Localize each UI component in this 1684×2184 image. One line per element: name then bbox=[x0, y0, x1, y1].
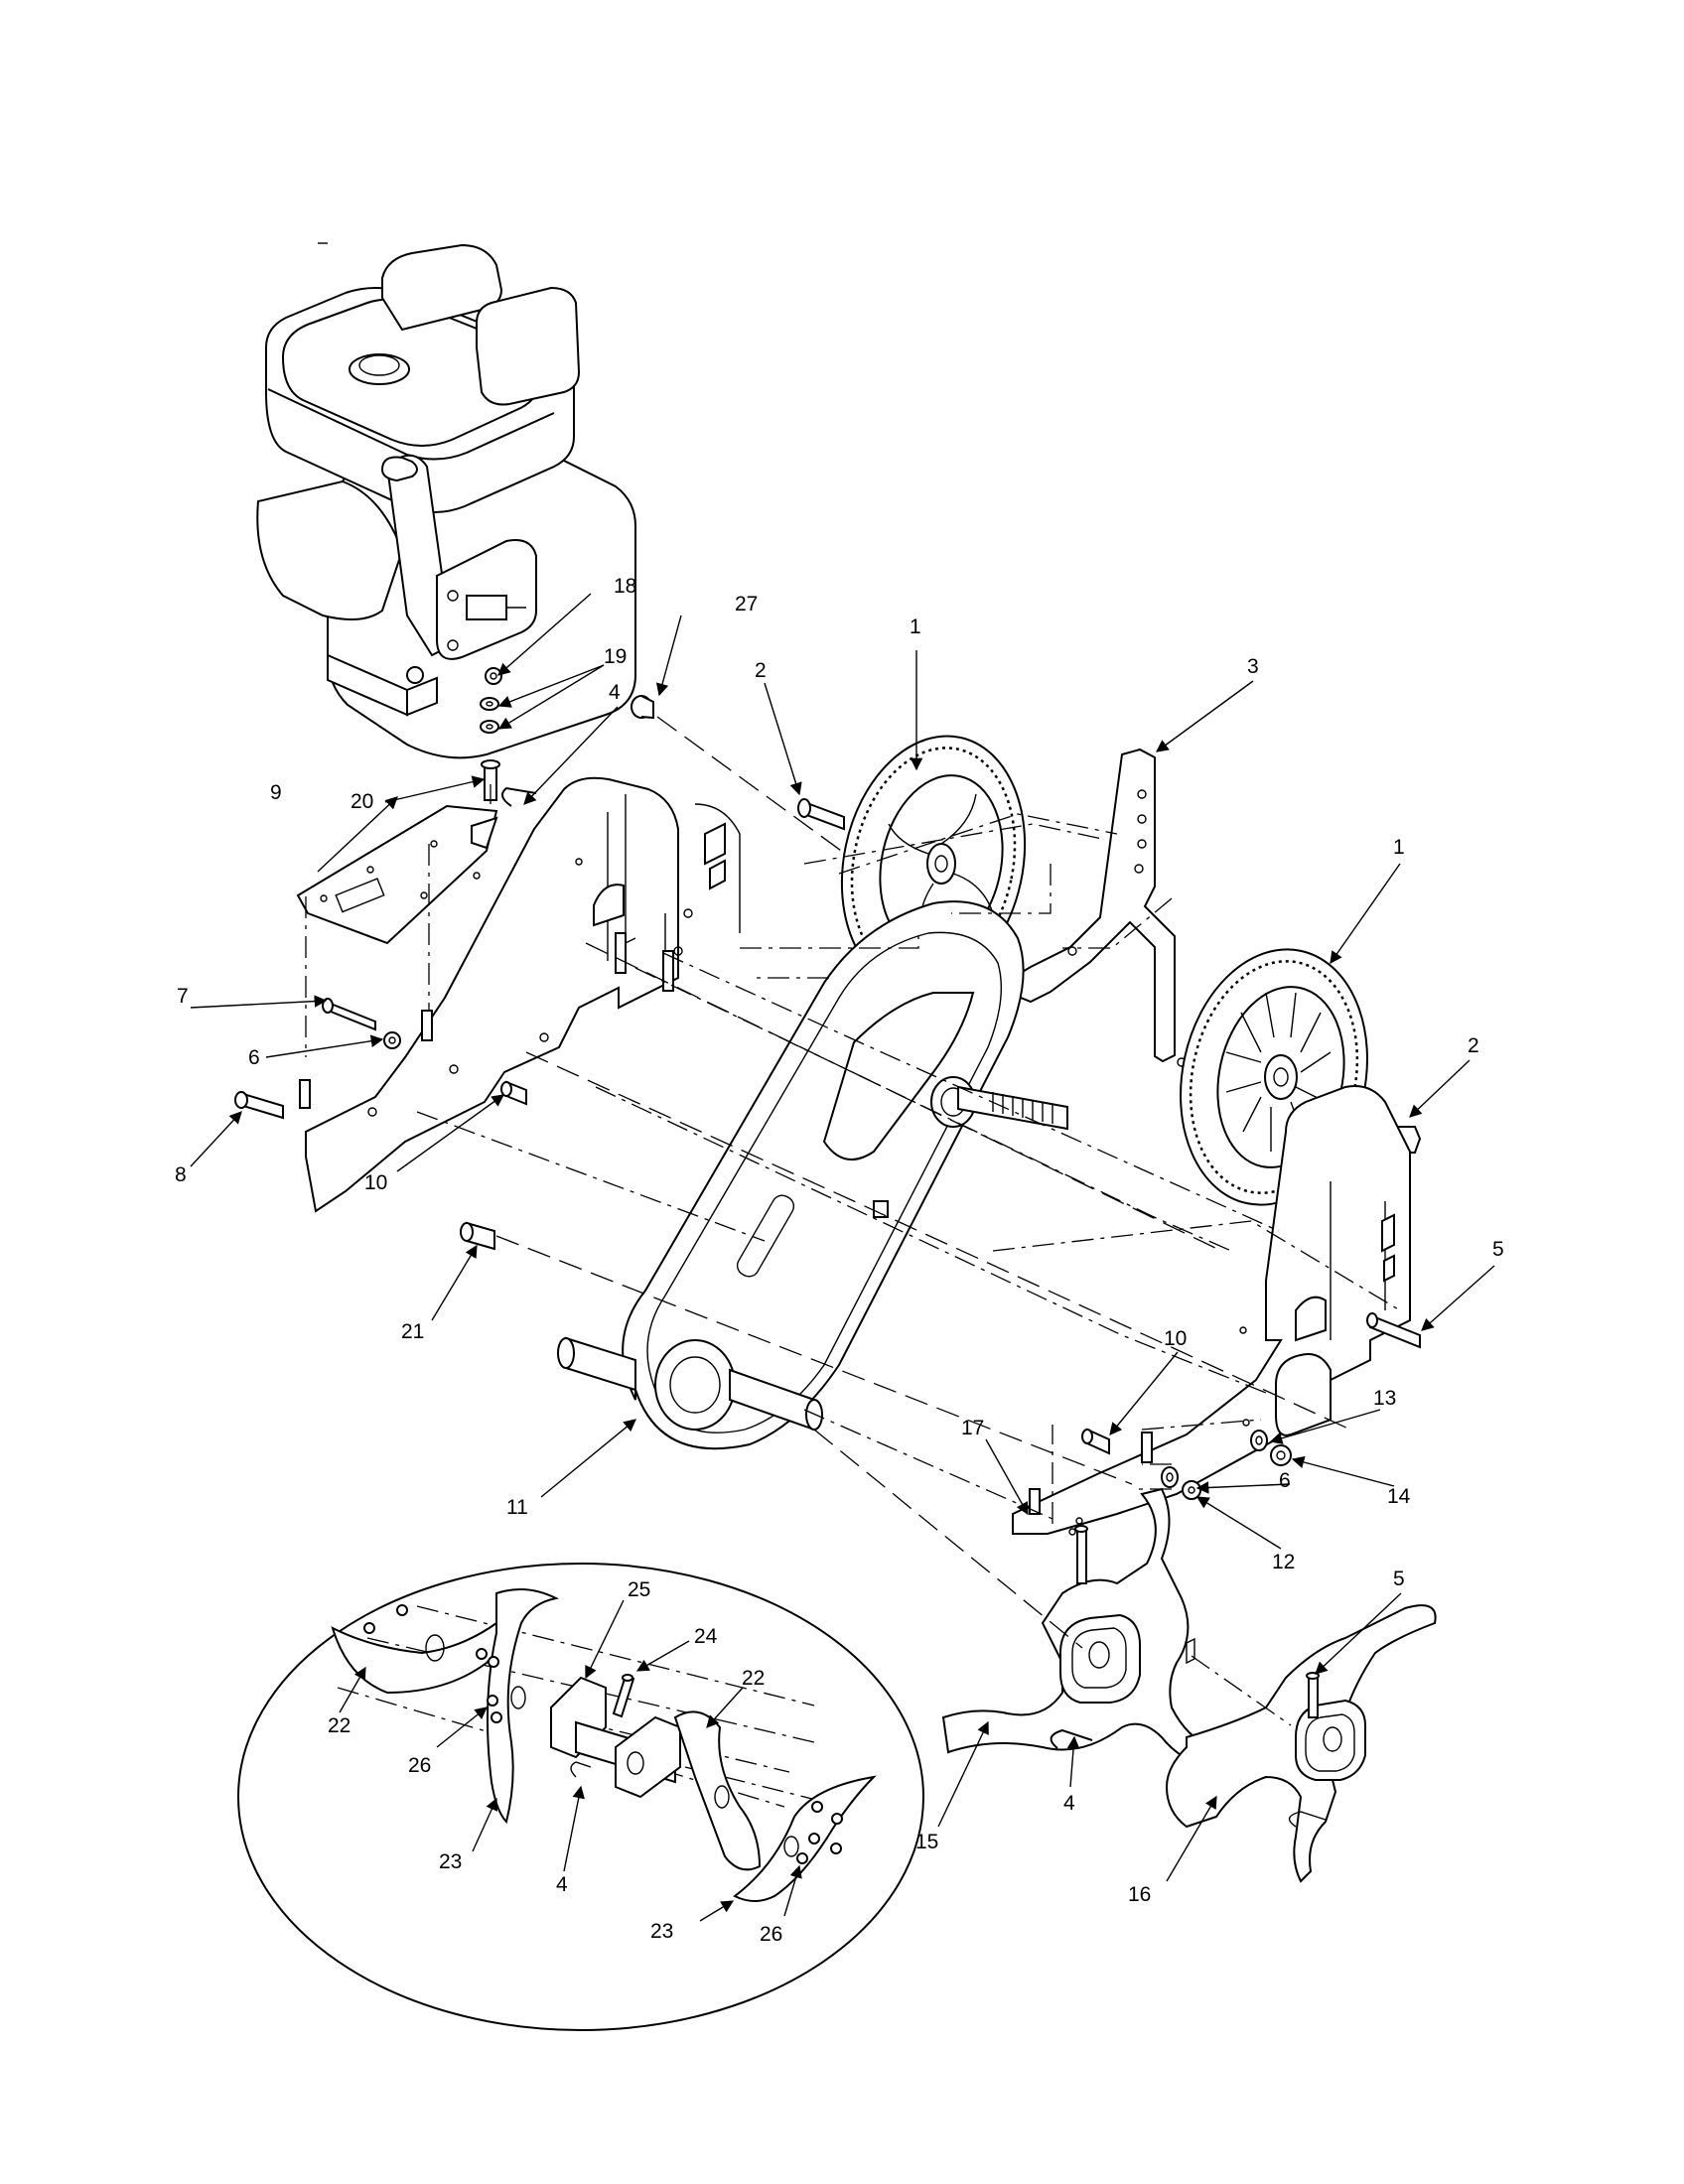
callout-4c: 4 bbox=[556, 1873, 568, 1896]
part-11-chaincase bbox=[557, 900, 1068, 1450]
right-side-plate bbox=[1012, 1085, 1411, 1536]
detail-inset bbox=[237, 1563, 924, 2031]
callout-7: 7 bbox=[177, 985, 189, 1008]
callout-19: 19 bbox=[604, 645, 627, 668]
callout-6b: 6 bbox=[1279, 1469, 1291, 1492]
callout-26a: 26 bbox=[408, 1754, 431, 1777]
callout-4a: 4 bbox=[609, 681, 621, 704]
callout-13: 13 bbox=[1373, 1387, 1396, 1410]
callout-25: 25 bbox=[628, 1578, 650, 1601]
left-side-plate bbox=[305, 776, 741, 1213]
part-13-washer bbox=[1250, 1430, 1268, 1451]
callout-1a: 1 bbox=[910, 615, 921, 638]
callout-26b: 26 bbox=[760, 1923, 782, 1946]
part-20-bolt bbox=[481, 759, 500, 801]
part-18-nut bbox=[485, 667, 502, 685]
callout-6a: 6 bbox=[248, 1046, 260, 1069]
callout-23b: 23 bbox=[650, 1920, 673, 1943]
part-6-washer-right bbox=[1161, 1466, 1179, 1488]
callout-20: 20 bbox=[351, 790, 373, 813]
callout-10a: 10 bbox=[364, 1171, 387, 1194]
stud bbox=[421, 1010, 433, 1041]
part-21-pin bbox=[460, 1221, 495, 1251]
part-8-bolt bbox=[234, 1091, 284, 1120]
part-3-bracket bbox=[1005, 748, 1187, 1067]
stud bbox=[299, 1079, 311, 1109]
part-19-washers bbox=[480, 697, 499, 734]
callout-18: 18 bbox=[614, 575, 636, 598]
callout-22a: 22 bbox=[328, 1714, 351, 1737]
part-5-pin-right bbox=[1366, 1312, 1421, 1349]
part-10-pin-left bbox=[500, 1080, 527, 1106]
part-10-pin-right bbox=[1081, 1428, 1110, 1455]
callout-24: 24 bbox=[694, 1625, 718, 1648]
part-7-bolt bbox=[322, 998, 376, 1031]
callout-10b: 10 bbox=[1164, 1327, 1187, 1350]
part-9-plate bbox=[296, 804, 498, 945]
part-15-tine-assembly bbox=[941, 1487, 1212, 1769]
callout-8: 8 bbox=[175, 1163, 187, 1186]
part-16-tine-assembly bbox=[1165, 1604, 1437, 1883]
callout-4b: 4 bbox=[1063, 1792, 1075, 1815]
callout-5b: 5 bbox=[1393, 1568, 1405, 1590]
callout-23a: 23 bbox=[439, 1850, 462, 1873]
engine bbox=[256, 243, 636, 759]
callout-3: 3 bbox=[1247, 655, 1259, 678]
callout-21: 21 bbox=[401, 1320, 424, 1343]
callout-9: 9 bbox=[270, 781, 282, 804]
part-27-bushing bbox=[631, 695, 654, 720]
callout-labels: 1 1 2 2 3 4 4 4 5 5 6 6 7 8 9 10 10 11 1… bbox=[175, 575, 1504, 1946]
callout-16: 16 bbox=[1128, 1883, 1151, 1906]
leader-arrows bbox=[190, 593, 1495, 1922]
callout-27: 27 bbox=[735, 593, 758, 615]
callout-2a: 2 bbox=[755, 659, 767, 682]
part-2-bolt-left bbox=[797, 798, 845, 831]
callout-12: 12 bbox=[1272, 1551, 1295, 1573]
part-14-nut bbox=[1270, 1444, 1292, 1466]
part-6-washer bbox=[383, 1031, 401, 1049]
callout-1b: 1 bbox=[1393, 836, 1405, 859]
callout-15: 15 bbox=[915, 1831, 938, 1853]
callout-5a: 5 bbox=[1492, 1238, 1504, 1261]
callout-22b: 22 bbox=[742, 1667, 765, 1690]
callout-2b: 2 bbox=[1468, 1034, 1479, 1057]
callout-17: 17 bbox=[961, 1417, 984, 1439]
callout-14: 14 bbox=[1387, 1485, 1411, 1508]
callout-11: 11 bbox=[506, 1496, 528, 1519]
part-12-nut bbox=[1182, 1480, 1201, 1500]
guide-lines bbox=[416, 813, 1401, 1726]
